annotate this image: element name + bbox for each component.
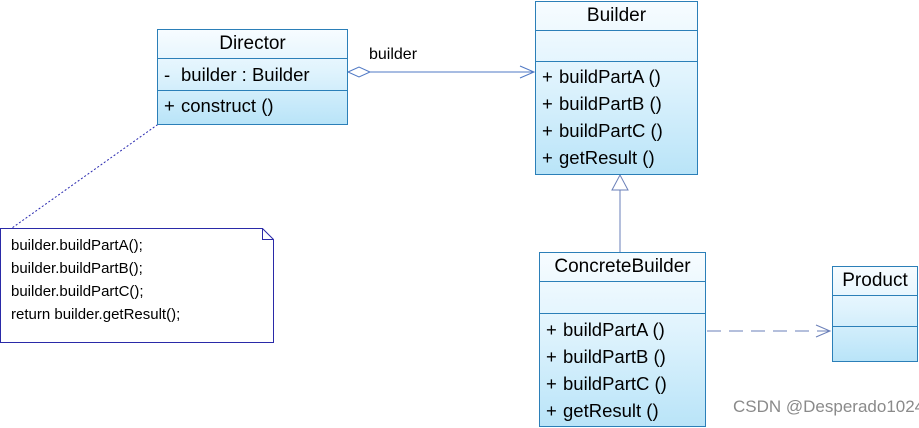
visibility-public: +	[542, 147, 553, 168]
dependency-connector	[707, 324, 832, 338]
note-line: return builder.getResult();	[11, 306, 181, 323]
attribute-text: builder : Builder	[181, 64, 310, 85]
visibility-public: +	[542, 93, 553, 114]
note-line: builder.buildPartC();	[11, 283, 144, 300]
operation-text: buildPartB ()	[563, 346, 666, 367]
attributes-compartment: -builder : Builder	[158, 59, 347, 91]
visibility-public: +	[546, 400, 557, 421]
visibility-private: -	[164, 64, 171, 85]
operation-row: + getResult ()	[536, 144, 697, 171]
operation-text: buildPartB ()	[559, 93, 662, 114]
visibility-public: +	[542, 66, 553, 87]
class-name: Director	[158, 30, 347, 59]
visibility-public: +	[542, 120, 553, 141]
visibility-public: +	[164, 95, 175, 116]
attributes-compartment	[833, 296, 917, 327]
operation-row: + buildPartA ()	[540, 316, 705, 343]
operation-row: + buildPartC ()	[540, 370, 705, 397]
note-line: builder.buildPartA();	[11, 237, 143, 254]
note-line: builder.buildPartB();	[11, 260, 143, 277]
operation-text: getResult ()	[559, 147, 655, 168]
class-director[interactable]: Director -builder : Builder + construct (…	[157, 29, 348, 125]
note-anchor-line	[11, 112, 175, 229]
operation-row: + buildPartB ()	[536, 90, 697, 117]
operations-compartment: + buildPartA () + buildPartB () + buildPart…	[540, 314, 705, 424]
dependency-arrowhead	[815, 324, 832, 338]
aggregation-arrowhead	[519, 65, 536, 79]
visibility-public: +	[546, 373, 557, 394]
visibility-public: +	[546, 319, 557, 340]
aggregation-diamond	[346, 66, 372, 78]
attributes-compartment	[536, 31, 697, 62]
class-builder[interactable]: Builder + buildPartA () + buildPartB () + b…	[535, 1, 698, 175]
class-name: ConcreteBuilder	[540, 253, 705, 282]
generalization-connector	[611, 173, 629, 252]
operation-text: buildPartA ()	[559, 66, 661, 87]
class-concrete-builder[interactable]: ConcreteBuilder + buildPartA () + buildPar…	[539, 252, 706, 427]
class-name: Builder	[536, 2, 697, 31]
attribute-row: -builder : Builder	[158, 61, 347, 88]
operation-row: + buildPartA ()	[536, 63, 697, 90]
operation-text: construct ()	[181, 95, 274, 116]
operations-compartment: + construct ()	[158, 91, 347, 124]
operation-text: buildPartC ()	[559, 120, 663, 141]
operations-compartment: + buildPartA () + buildPartB () + buildPart…	[536, 62, 697, 171]
operation-row: + buildPartB ()	[540, 343, 705, 370]
aggregation-label: builder	[369, 46, 418, 63]
operation-row: + getResult ()	[540, 397, 705, 424]
note[interactable]: builder.buildPartA(); builder.buildPartB…	[0, 228, 274, 343]
operation-row: + construct ()	[158, 92, 347, 119]
visibility-public: +	[546, 346, 557, 367]
operation-text: buildPartC ()	[563, 373, 667, 394]
operation-text: getResult ()	[563, 400, 659, 421]
generalization-triangle	[611, 173, 629, 191]
class-name: Product	[833, 267, 917, 296]
attributes-compartment	[540, 282, 705, 314]
operation-text: buildPartA ()	[563, 319, 665, 340]
watermark: CSDN @Desperado1024	[733, 397, 919, 416]
aggregation-connector	[346, 65, 536, 79]
class-product[interactable]: Product	[832, 266, 918, 362]
note-shape	[0, 228, 274, 343]
operation-row: + buildPartC ()	[536, 117, 697, 144]
